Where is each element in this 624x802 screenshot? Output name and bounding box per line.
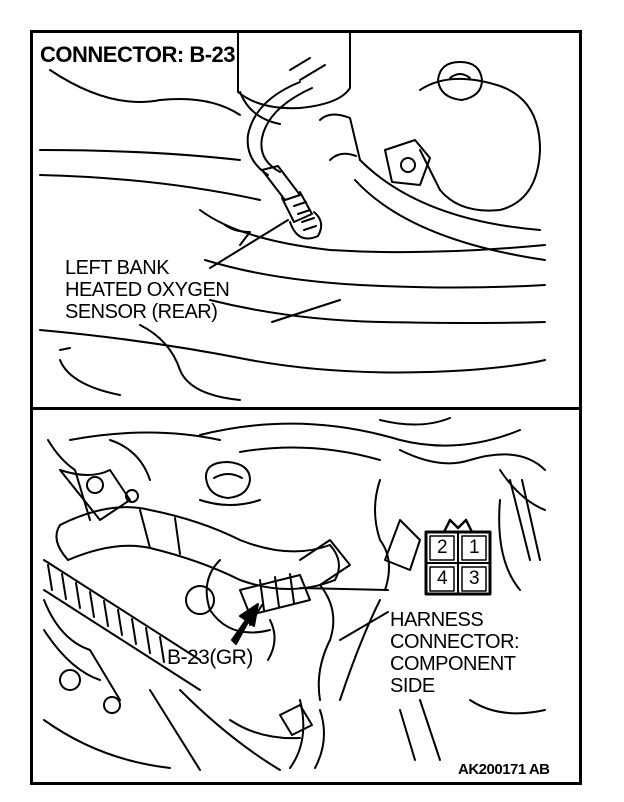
sensor-label-line: SENSOR (REAR)	[65, 301, 218, 323]
harness-label-line: HARNESS	[390, 609, 484, 631]
pin-number: 1	[468, 537, 480, 558]
pin-number: 3	[468, 568, 480, 589]
sensor-label-line: HEATED OXYGEN	[65, 279, 230, 301]
top-panel-drawing	[39, 32, 546, 401]
connector-title: CONNECTOR: B-23	[40, 42, 236, 67]
harness-label-line: SIDE	[390, 675, 435, 697]
sensor-label: LEFT BANK HEATED OXYGEN SENSOR (REAR)	[65, 257, 230, 323]
bottom-panel-drawing	[43, 417, 546, 771]
figure-code: AK200171 AB	[458, 761, 550, 778]
connector-callout: B-23(GR)	[167, 646, 253, 669]
pin-number: 4	[436, 568, 448, 589]
panel-divider	[30, 407, 582, 410]
connector-pointer-arrow	[231, 603, 259, 645]
harness-connector-diagram	[424, 518, 492, 596]
harness-label-line: CONNECTOR:	[390, 631, 520, 653]
sensor-label-line: LEFT BANK	[65, 257, 170, 279]
harness-label-line: COMPONENT	[390, 653, 516, 675]
harness-connector-label: HARNESS CONNECTOR: COMPONENT SIDE	[390, 609, 520, 697]
pin-number: 2	[436, 537, 448, 558]
